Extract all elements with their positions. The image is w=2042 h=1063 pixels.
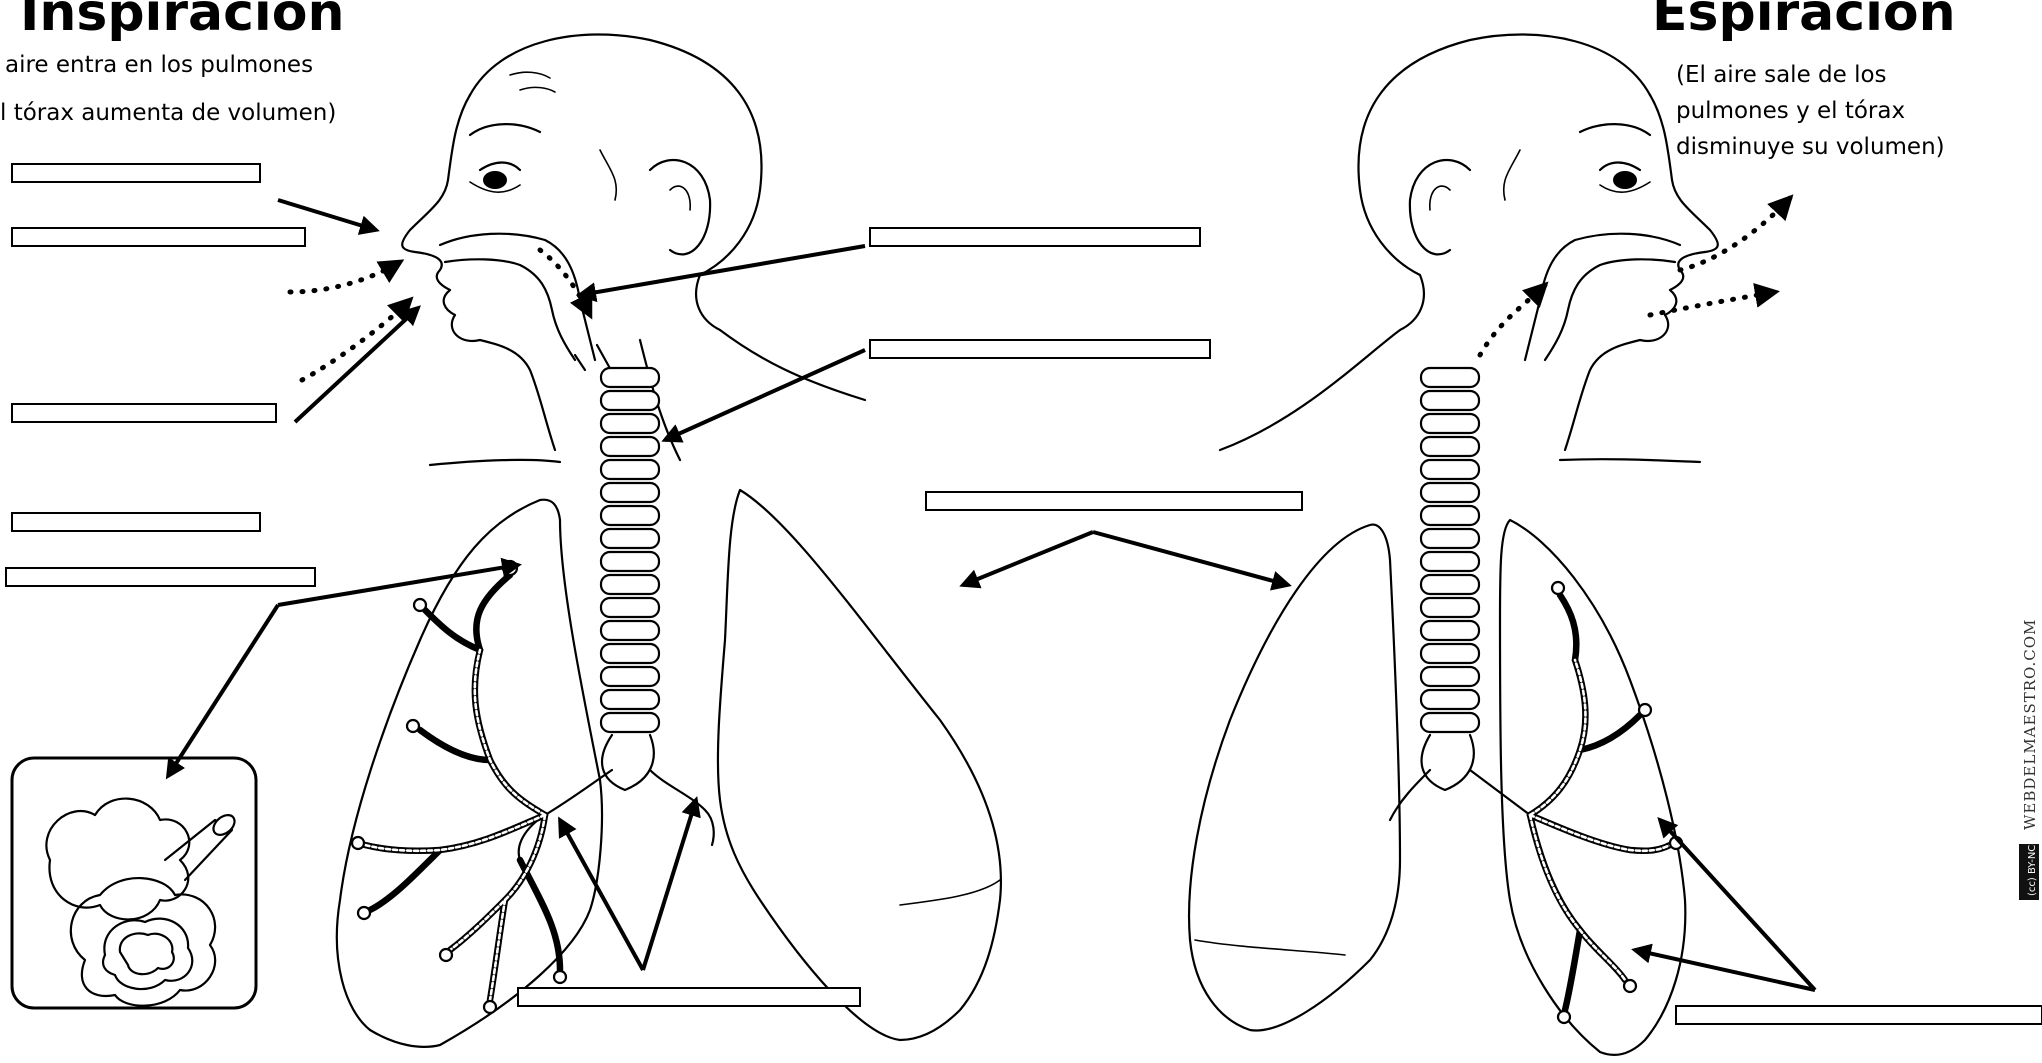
trachea-ring (1421, 414, 1479, 433)
trachea-ring (601, 552, 659, 571)
label-blank-mouth[interactable] (12, 404, 276, 422)
trachea-ring (601, 506, 659, 525)
trachea-ring (1421, 460, 1479, 479)
label-blank-bronchiole[interactable] (6, 568, 315, 586)
left-figure-left-lung (718, 490, 1001, 1040)
label-blank-nostrils[interactable] (12, 228, 305, 246)
expiration-subtitle-line1: (El aire sale de los (1676, 62, 1887, 88)
trachea-ring (601, 598, 659, 617)
inspiration-subtitle-line2: l tórax aumenta de volumen) (0, 100, 336, 126)
trachea-ring (1421, 437, 1479, 456)
inspiration-subtitle-line1: aire entra en los pulmones (5, 52, 313, 78)
label-blank-alveolus[interactable] (12, 513, 260, 531)
trachea-ring (1421, 575, 1479, 594)
trachea-ring (1421, 621, 1479, 640)
trachea-ring (1421, 667, 1479, 686)
left-bronchial-tree (352, 561, 566, 1013)
trachea-ring (601, 667, 659, 686)
trachea-ring (1421, 552, 1479, 571)
label-blank-nose[interactable] (12, 164, 260, 182)
watermark-text: WEBDELMAESTRO.COM (2021, 619, 2039, 830)
trachea-ring (1421, 483, 1479, 502)
right-figure-left-lung (1500, 520, 1685, 1055)
expiration-title: Espiración (1652, 0, 1956, 43)
expiration-subtitle-line3: disminuye su volumen) (1676, 134, 1945, 160)
label-blank-trachea[interactable] (870, 340, 1210, 358)
trachea-ring (1421, 690, 1479, 709)
trachea-ring (601, 621, 659, 640)
left-trachea-rings (601, 368, 659, 732)
trachea-ring (1421, 713, 1479, 732)
right-figure-right-lung (1189, 525, 1400, 1031)
right-trachea-rings (1421, 368, 1479, 732)
label-blank-pharynx[interactable] (870, 228, 1200, 246)
trachea-ring (1421, 598, 1479, 617)
watermark-group: (cc) BY-NC-SA WEBDELMAESTRO.COM (2019, 619, 2039, 900)
expiration-subtitle-line2: pulmones y el tórax (1676, 98, 1905, 124)
inspiration-title: Inspiración (20, 0, 345, 43)
trachea-ring (601, 414, 659, 433)
trachea-ring (1421, 368, 1479, 387)
trachea-ring (1421, 391, 1479, 410)
trachea-ring (601, 529, 659, 548)
trachea-ring (601, 437, 659, 456)
trachea-ring (1421, 529, 1479, 548)
trachea-ring (601, 690, 659, 709)
label-blank-bronchioles-right[interactable] (1676, 1006, 2042, 1024)
trachea-ring (601, 391, 659, 410)
trachea-ring (601, 460, 659, 479)
trachea-ring (601, 368, 659, 387)
trachea-ring (601, 483, 659, 502)
license-badge-text: (cc) BY-NC-SA (2027, 828, 2038, 896)
trachea-ring (601, 575, 659, 594)
trachea-ring (601, 713, 659, 732)
alveolus-inset (12, 758, 256, 1008)
label-blank-lungs[interactable] (926, 492, 1302, 510)
label-blank-bronchi[interactable] (518, 988, 860, 1006)
trachea-ring (1421, 506, 1479, 525)
right-bronchi (1390, 735, 1530, 820)
trachea-ring (601, 644, 659, 663)
trachea-ring (1421, 644, 1479, 663)
